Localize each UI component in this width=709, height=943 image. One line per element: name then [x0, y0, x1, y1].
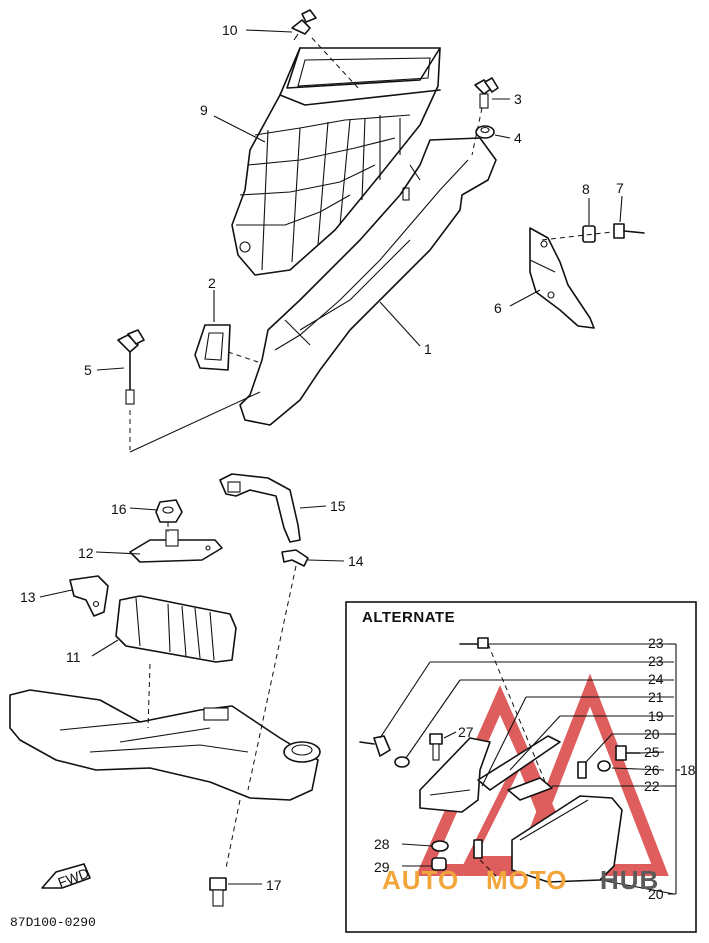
alternate-pin	[473, 839, 483, 859]
diagram-code: 87D100-0290	[10, 915, 96, 930]
wing-bolt-part-3	[474, 77, 499, 109]
assembly-line-bolt-10	[311, 37, 361, 91]
label-14: 14	[348, 553, 364, 569]
alternate-bolt-part-23	[359, 735, 391, 757]
label-9: 9	[200, 102, 208, 118]
label-26: 26	[644, 762, 660, 778]
bracket-plate-part-12	[129, 529, 223, 563]
watermark-auto: AUTO	[382, 865, 459, 895]
label-25: 25	[644, 744, 660, 760]
label-21: 21	[648, 689, 664, 705]
label-24: 24	[648, 671, 664, 687]
label-22: 22	[644, 778, 660, 794]
label-29: 29	[374, 859, 390, 875]
bracket-part-6	[529, 227, 595, 329]
alternate-bar-part-19	[477, 735, 561, 791]
assembly-line-11	[147, 663, 151, 729]
watermark-hub: HUB	[600, 865, 659, 895]
label-7: 7	[616, 180, 624, 196]
box-part-11	[115, 595, 237, 663]
alternate-cover-part-20	[511, 795, 623, 883]
label-23b: 23	[648, 653, 664, 669]
assembly-line-17	[225, 799, 241, 869]
label-19: 19	[648, 708, 664, 724]
watermark-moto: MOTO	[486, 865, 568, 895]
label-6: 6	[494, 300, 502, 316]
label-28: 28	[374, 836, 390, 852]
label-12: 12	[78, 545, 94, 561]
bolt-part-5	[117, 329, 145, 405]
clip-part-14	[281, 549, 309, 567]
alternate-washer-part-24	[394, 756, 410, 768]
cover-panel-part-1	[239, 137, 497, 426]
alternate-collar-part-28	[431, 840, 449, 852]
label-3: 3	[514, 91, 522, 107]
pad-part-2	[194, 324, 231, 371]
alternate-bolt-part-27	[429, 733, 443, 761]
bolt-part-17	[209, 877, 227, 907]
label-20b: 20	[648, 886, 664, 902]
fwd-label: FWD	[56, 865, 91, 891]
screw-part-7	[613, 223, 645, 239]
strap-bracket-part-15	[219, 473, 301, 543]
forward-arrow: FWD	[41, 863, 91, 891]
label-8: 8	[582, 181, 590, 197]
label-23a: 23	[648, 635, 664, 651]
grommet-part-4	[475, 125, 495, 139]
alternate-part-20-small	[577, 761, 587, 779]
assembly-line-screw-7	[541, 231, 613, 241]
label-2: 2	[208, 275, 216, 291]
label-5: 5	[84, 362, 92, 378]
label-10: 10	[222, 22, 238, 38]
frame-part	[9, 689, 321, 801]
leader-lines	[39, 29, 675, 895]
label-11: 11	[66, 649, 81, 665]
alternate-title: ALTERNATE	[362, 609, 455, 626]
alternate-part-26	[597, 760, 611, 772]
alternate-screw-part-23	[459, 637, 489, 649]
alternate-panel	[419, 737, 491, 813]
label-16: 16	[111, 501, 127, 517]
alternate-collar-part-29	[431, 857, 447, 871]
label-17: 17	[266, 877, 282, 893]
alternate-part-25	[615, 745, 641, 761]
label-18: 18	[680, 762, 696, 778]
assembly-line-bolt-3	[471, 107, 483, 156]
alternate-bracket-part-22	[507, 777, 553, 801]
watermark-text: AUTO MOTO HUB	[382, 865, 659, 895]
assembly-line-14	[247, 565, 297, 791]
alternate-bracket-lines	[664, 643, 680, 895]
part-labels: 10 3 4 9 8 7 2 6 1 5 16 15 12 14 13 11 1…	[20, 22, 696, 902]
alt-dash-2	[479, 859, 501, 881]
label-20a: 20	[644, 726, 660, 742]
wing-bolt-part-10	[291, 9, 317, 41]
nut-part-8	[582, 225, 596, 243]
label-13: 13	[20, 589, 36, 605]
label-27: 27	[458, 724, 474, 740]
label-15: 15	[330, 498, 346, 514]
air-duct-box-part-9	[231, 47, 441, 276]
assembly-line-pad	[227, 351, 259, 363]
bracket-part-13	[69, 575, 109, 617]
nut-part-16	[155, 499, 183, 523]
assembly-line-cover	[129, 391, 261, 453]
alternate-box	[345, 601, 697, 933]
label-4: 4	[514, 130, 522, 146]
label-1: 1	[424, 341, 432, 357]
